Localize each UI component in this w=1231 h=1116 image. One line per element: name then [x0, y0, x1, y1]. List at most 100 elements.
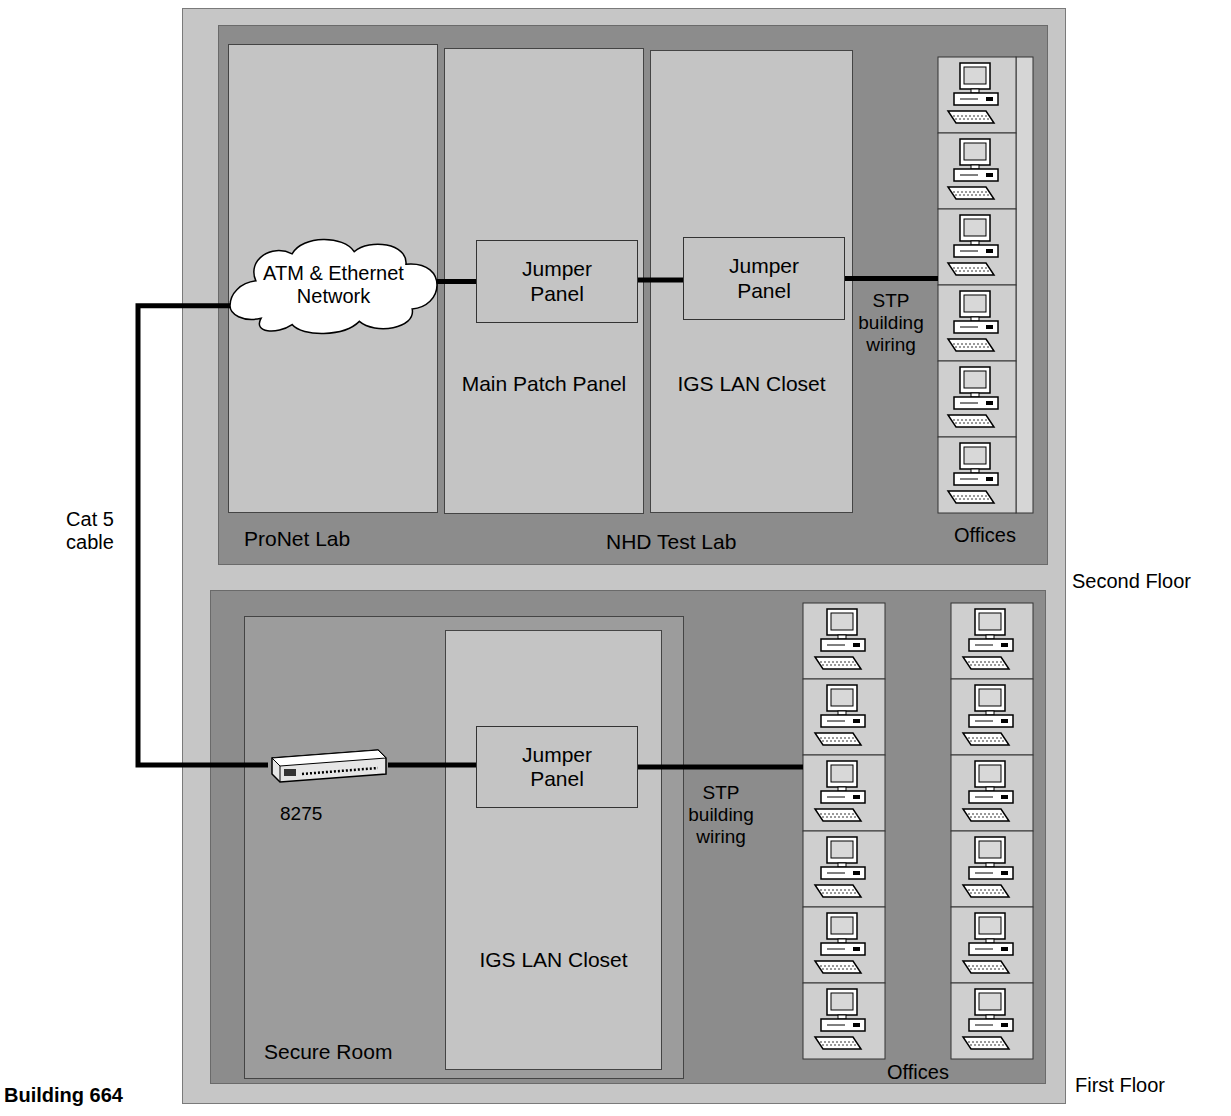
office-cell: [951, 831, 1033, 907]
text-holder: ProNet Lab: [244, 527, 424, 551]
network-cloud: ATM & Ethernet Network: [230, 233, 437, 337]
cable-line: [638, 278, 683, 283]
text-holder: Jumper Panel: [476, 726, 638, 808]
computer-icon: [963, 761, 1013, 821]
text-holder: Secure Room: [264, 1040, 464, 1064]
node-label: Building 664: [4, 1084, 174, 1107]
cable-label: STP building wiring: [848, 290, 934, 356]
jumper-panel: Jumper Panel: [476, 240, 638, 323]
computer-icon: [815, 989, 865, 1049]
text-holder: First Floor: [1075, 1074, 1225, 1097]
node-label: First Floor: [1075, 1074, 1225, 1097]
cable-label: STP building wiring: [680, 782, 762, 848]
computer-icon: [948, 63, 998, 123]
node-label: Jumper Panel: [496, 743, 618, 791]
computer-icon: [963, 913, 1013, 973]
node-label: Jumper Panel: [496, 257, 618, 305]
office-strip: [1016, 57, 1033, 513]
office-cell: [951, 755, 1033, 831]
node-label: ATM & Ethernet Network: [250, 262, 417, 308]
node-label: IGS LAN Closet: [445, 948, 662, 972]
text-holder: Offices: [868, 1061, 968, 1084]
patch-panel-area: Jumper PanelMain Patch Panel: [444, 48, 644, 514]
computer-icon: [963, 989, 1013, 1049]
text-holder: Building 664: [4, 1084, 174, 1107]
computer-icon: [948, 291, 998, 351]
computer-icon: [948, 443, 998, 503]
office-cell: [938, 285, 1016, 361]
office-cell: [803, 983, 885, 1059]
lan-closet: Jumper PanelIGS LAN Closet: [650, 50, 853, 513]
office-cell: [803, 907, 885, 983]
office-cell: [938, 437, 1016, 513]
computer-icon: [948, 215, 998, 275]
text-holder: Jumper Panel: [683, 237, 845, 320]
office-column: Offices: [938, 57, 1033, 514]
computer-icon: [963, 609, 1013, 669]
office-cell: [938, 209, 1016, 285]
computer-icon: [815, 685, 865, 745]
label-holder: NHD Test Lab: [606, 530, 776, 554]
office-cell: [938, 361, 1016, 437]
edge-label-holder: STP building wiring: [848, 290, 934, 356]
floor-band: 8275 Jumper PanelIGS LAN ClosetSecure Roo…: [210, 590, 1046, 1084]
computer-icon: [948, 367, 998, 427]
computer-icon: [963, 685, 1013, 745]
switch-icon: [272, 750, 386, 782]
text-holder: Jumper Panel: [476, 240, 638, 323]
lan-closet: Jumper PanelIGS LAN Closet: [445, 630, 662, 1070]
cable-line: [845, 276, 938, 281]
node-label: Second Floor: [1072, 570, 1227, 593]
lab-room: ATM & Ethernet NetworkProNet Lab: [228, 44, 438, 513]
node-illustration: [803, 603, 1033, 1060]
office-cell: [803, 755, 885, 831]
computer-icon: [815, 609, 865, 669]
cable-line: [138, 306, 268, 765]
office-cell: [951, 603, 1033, 679]
node-label: Secure Room: [264, 1040, 464, 1064]
text-holder: IGS LAN Closet: [650, 372, 853, 396]
office-cell: [803, 679, 885, 755]
computer-icon: [963, 837, 1013, 897]
computer-icon: [815, 913, 865, 973]
computer-icon: [815, 837, 865, 897]
node-label: Main Patch Panel: [444, 372, 644, 396]
office-cell: [951, 679, 1033, 755]
node-label: ProNet Lab: [244, 527, 424, 551]
computer-icon: [815, 761, 865, 821]
node-illustration: [938, 57, 1033, 514]
floor-band: ATM & Ethernet NetworkProNet LabJumper P…: [218, 25, 1048, 565]
switch-device: 8275: [268, 746, 388, 784]
node-label: Offices: [935, 524, 1035, 547]
building-outline: ATM & Ethernet NetworkProNet LabJumper P…: [182, 8, 1066, 1104]
office-cell: [938, 133, 1016, 209]
node-label: Jumper Panel: [703, 254, 825, 302]
secure-room: 8275 Jumper PanelIGS LAN ClosetSecure Roo…: [244, 616, 684, 1079]
node-illustration: [268, 746, 388, 784]
node-label: 8275: [280, 803, 370, 825]
office-cell: [803, 831, 885, 907]
text-holder: Offices: [935, 524, 1035, 547]
text-holder: Second Floor: [1072, 570, 1227, 593]
edge-label-holder: Cat 5 cable: [52, 508, 128, 554]
office-cell: [951, 907, 1033, 983]
office-cell: [803, 603, 885, 679]
jumper-panel: Jumper Panel: [476, 726, 638, 808]
office-cell: [951, 983, 1033, 1059]
text-holder: ATM & Ethernet Network: [230, 233, 437, 337]
text-holder: Main Patch Panel: [444, 372, 644, 396]
cable-line: [388, 763, 476, 768]
cable-line: [437, 279, 476, 284]
text-holder: IGS LAN Closet: [445, 948, 662, 972]
cable-label: Cat 5 cable: [52, 508, 128, 554]
text-holder: 8275: [280, 803, 370, 825]
room-label: NHD Test Lab: [606, 530, 776, 554]
cloud-outline: [230, 239, 437, 333]
cable-line: [638, 765, 803, 770]
office-cell: [938, 57, 1016, 133]
node-label: Offices: [868, 1061, 968, 1084]
jumper-panel: Jumper Panel: [683, 237, 845, 320]
computer-icon: [948, 139, 998, 199]
edge-label-holder: STP building wiring: [680, 782, 762, 848]
node-label: IGS LAN Closet: [650, 372, 853, 396]
